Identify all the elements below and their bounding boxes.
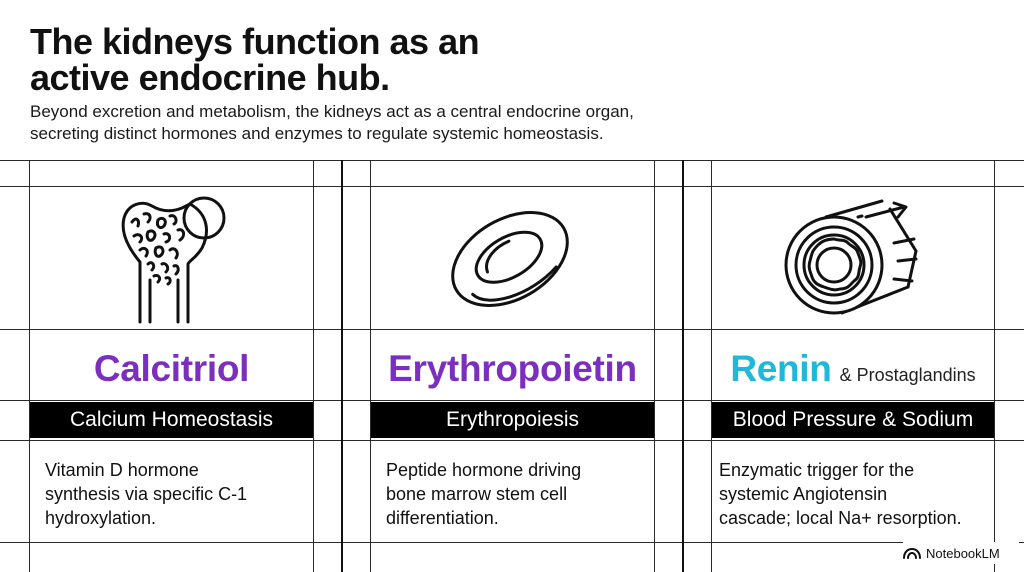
description-renin: Enzymatic trigger for the systemic Angio… [719, 458, 962, 530]
description-erythropoietin: Peptide hormone driving bone marrow stem… [386, 458, 581, 530]
description-calcitriol: Vitamin D hormone synthesis via specific… [45, 458, 247, 530]
desc-line: bone marrow stem cell [386, 484, 568, 504]
desc-line: Peptide hormone driving [386, 460, 582, 480]
grid-line-bottom [0, 542, 1024, 543]
grid-col-2b [654, 160, 655, 572]
function-bar-erythropoiesis: Erythropoiesis [371, 402, 654, 438]
blood-vessel-icon [784, 199, 918, 315]
desc-line: cascade; local Na+ resorption. [719, 508, 962, 528]
page-title: The kidneys function as an active endocr… [30, 21, 480, 98]
notebooklm-logo-icon [903, 547, 921, 559]
grid-col-1b [313, 160, 314, 572]
title-line-1: The kidneys function as an [30, 21, 480, 62]
hormone-suffix-label: & Prostaglandins [839, 365, 976, 385]
subtitle-line-2: secreting distinct hormones and enzymes … [30, 124, 604, 143]
grid-line-bar-bottom [0, 440, 1024, 441]
grid-line-icon-top [0, 186, 1024, 187]
page-subtitle: Beyond excretion and metabolism, the kid… [30, 101, 634, 145]
subtitle-line-1: Beyond excretion and metabolism, the kid… [30, 102, 634, 121]
grid-line-top [0, 160, 1024, 161]
hormone-name-calcitriol: Calcitriol [30, 345, 313, 393]
brand-badge: NotebookLM [903, 542, 1019, 564]
desc-line: synthesis via specific C-1 [45, 484, 248, 504]
desc-line: hydroxylation. [45, 508, 157, 528]
red-blood-cell-icon [451, 211, 569, 307]
title-line-2: active endocrine hub. [30, 57, 390, 98]
desc-line: differentiation. [386, 508, 499, 528]
desc-line: Vitamin D hormone [45, 460, 199, 480]
hormone-label: Renin [730, 348, 832, 389]
function-bar-blood-pressure-sodium: Blood Pressure & Sodium [712, 402, 994, 438]
hormone-name-erythropoietin: Erythropoietin [371, 345, 654, 393]
function-bar-calcium-homeostasis: Calcium Homeostasis [30, 402, 313, 438]
desc-line: Enzymatic trigger for the [719, 460, 915, 480]
function-label: Calcium Homeostasis [69, 408, 274, 431]
grid-col-3b [994, 160, 995, 572]
panel-divider-2 [682, 160, 684, 572]
desc-line: systemic Angiotensin [719, 484, 888, 504]
hormone-label: Erythropoietin [388, 348, 637, 389]
hormone-label: Calcitriol [93, 348, 250, 389]
function-label: Blood Pressure & Sodium [732, 408, 974, 431]
grid-line-name-bottom [0, 400, 1024, 401]
panel-divider-1 [341, 160, 343, 572]
function-label: Erythropoiesis [445, 408, 580, 431]
hormone-name-renin: Renin & Prostaglandins [712, 345, 994, 393]
bone-icon [121, 196, 226, 324]
brand-name: NotebookLM [926, 545, 1000, 561]
grid-line-icon-bottom [0, 329, 1024, 330]
